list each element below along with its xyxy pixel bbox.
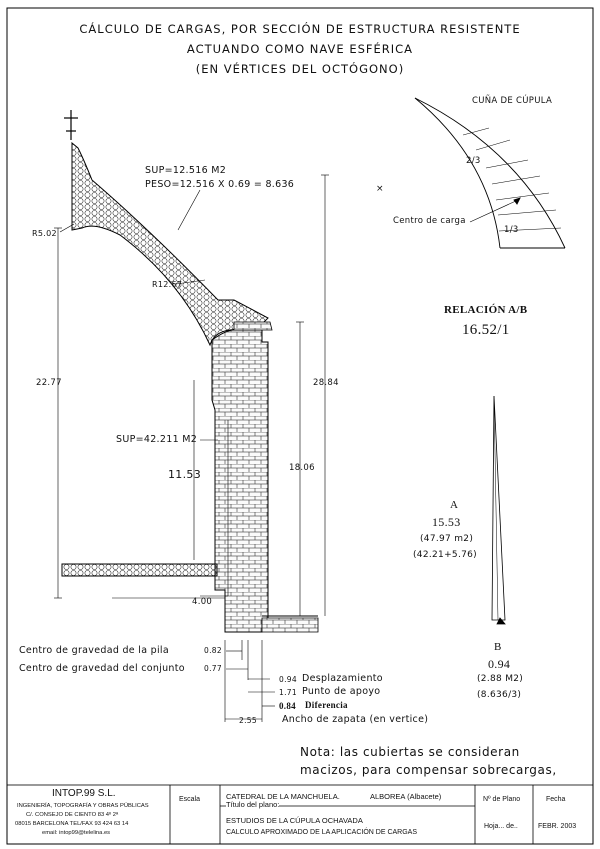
title-line-1: CÁLCULO DE CARGAS, POR SECCIÓN DE ESTRUC… [79, 22, 521, 36]
dim-22-77: 22.77 [36, 378, 62, 388]
title-line-2: ACTUANDO COMO NAVE ESFÉRICA [186, 42, 414, 56]
punto-apoyo-label: Punto de apoyo [302, 686, 381, 697]
company-line-2: C/. CONSEJO DE CIENTO 83 4º 2ª [26, 812, 119, 818]
diferencia-label: Diferencia [305, 700, 348, 710]
relation-label: RELACIÓN A/B [444, 304, 528, 316]
wedge-title: CUÑA DE CÚPULA [472, 96, 553, 106]
ancho-zapata-label: Ancho de zapata (en vertice) [282, 714, 429, 725]
cross-icon [64, 110, 78, 140]
force-b-value: 0.94 [488, 657, 511, 671]
legend-dimension-lines [224, 640, 275, 722]
force-b-label: B [494, 641, 502, 653]
company-line-4: email: intop99@telelina.es [42, 830, 111, 836]
radius-inner: R5.02 [32, 229, 57, 238]
wedge-two-thirds: 2/3 [466, 156, 481, 166]
hoja-value: Hoja... de.. [484, 823, 518, 830]
dimension-lines [54, 174, 329, 616]
force-a-sum: (42.21+5.76) [413, 550, 477, 560]
v-0-77: 0.77 [204, 664, 222, 673]
force-a-area: (47.97 m2) [420, 534, 474, 544]
desplazamiento-label: Desplazamiento [302, 673, 383, 684]
note-line-2: macizos, para compensar sobrecargas, [300, 763, 557, 777]
title-line-3: (EN VÉRTICES DEL OCTÓGONO) [195, 62, 405, 76]
force-a-label: A [450, 499, 459, 511]
leader-lines [59, 189, 218, 441]
dome-wedge [414, 97, 566, 249]
wedge-one-third: 1/3 [504, 225, 519, 235]
force-b-calc: (8.636/3) [477, 690, 522, 700]
v-0-84: 0.84 [279, 701, 296, 711]
centro-carga-label: Centro de carga [393, 216, 466, 226]
dome-peso-label: PESO=12.516 X 0.69 = 8.636 [145, 179, 295, 190]
plano-label: Nº de Plano [483, 796, 521, 803]
escala-label: Escala [179, 796, 201, 803]
note-line-1: Nota: las cubiertas se consideran [300, 745, 520, 759]
force-a-value: 15.53 [432, 515, 461, 529]
project-location: ALBOREA (Albacete) [370, 792, 442, 801]
cg-conjunto-label: Centro de gravedad del conjunto [19, 663, 185, 674]
cornice [233, 321, 273, 331]
fecha-label: Fecha [546, 796, 566, 803]
radius-outer: R12.67 [152, 280, 183, 289]
titulo-line-2: CALCULO APROXIMADO DE LA APLICACIÓN DE C… [226, 829, 417, 836]
dim-28-84: 28.84 [313, 378, 339, 388]
v-2-55: 2.55 [239, 716, 257, 725]
footing [261, 617, 319, 633]
titulo-line-1: ESTUDIOS DE LA CÚPULA OCHAVADA [226, 816, 363, 825]
company-line-3: 08015 BARCELONA TEL/FAX 93 424 63 14 [15, 821, 129, 827]
cg-pila-label: Centro de gravedad de la pila [19, 645, 169, 656]
titulo-label: Título del plano: [226, 800, 280, 809]
pila-sup-label: SUP=42.211 M2 [116, 434, 198, 445]
company-name: INTOP.99 S.L. [52, 788, 116, 799]
v-0-82: 0.82 [204, 646, 222, 655]
company-line-1: INGENIERÍA, TOPOGRAFÍA Y OBRAS PÚBLICAS [17, 803, 149, 809]
v-1-71: 1.71 [279, 688, 297, 697]
cross-mark: × [376, 184, 384, 194]
force-triangle [491, 395, 506, 625]
dim-11-53: 11.53 [168, 468, 201, 481]
force-b-area: (2.88 M2) [477, 674, 524, 684]
dim-4-00: 4.00 [192, 597, 213, 607]
project-name: CATEDRAL DE LA MANCHUELA. [226, 792, 340, 801]
dim-18-06: 18.06 [289, 463, 315, 473]
v-0-94: 0.94 [279, 675, 297, 684]
nave-slab [61, 563, 218, 577]
relation-value: 16.52/1 [462, 322, 510, 338]
pier [211, 329, 269, 633]
dome-sup-label: SUP=12.516 M2 [145, 165, 227, 176]
fecha-value: FEBR. 2003 [538, 823, 577, 830]
